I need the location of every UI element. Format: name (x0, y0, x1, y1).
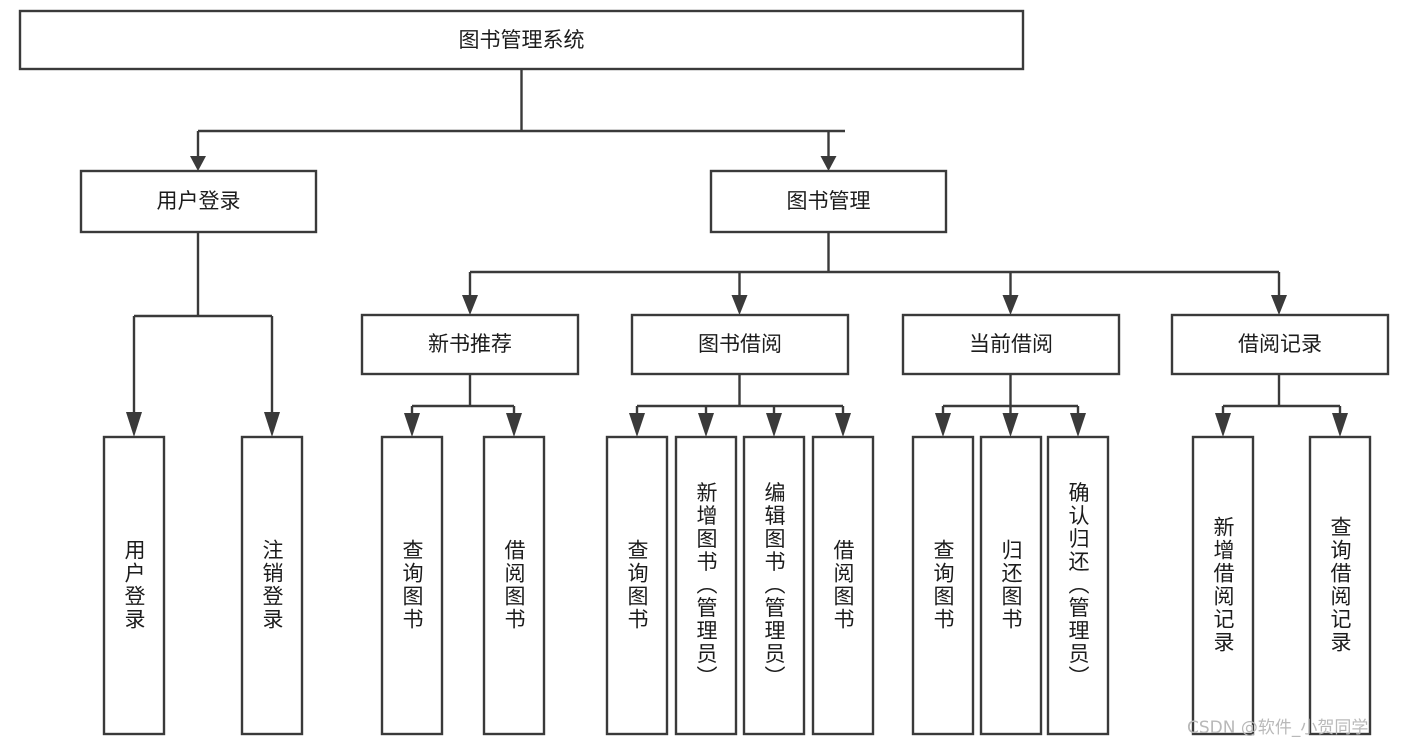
leaf-br-add-record-box[interactable] (1191, 435, 1255, 736)
leaf-bb-borrow-book[interactable]: 借阅图书 (811, 435, 875, 736)
arrow-head-user-login (190, 156, 206, 171)
node-user-login-box[interactable] (79, 169, 318, 234)
leaf-br-query-record[interactable]: 查询借阅记录 (1308, 435, 1372, 736)
node-book-management[interactable]: 图书管理 (709, 169, 948, 234)
node-book-management-box[interactable] (709, 169, 948, 234)
arrow-head-br-leaf-2 (1332, 413, 1348, 437)
leaf-cb-confirm-return-admin[interactable]: 确认归还（管理员） (1046, 435, 1110, 736)
leaf-bb-add-book-admin-box[interactable] (674, 435, 738, 736)
leaf-nb-query-book-box[interactable] (380, 435, 444, 736)
node-new-book-recommend[interactable]: 新书推荐 (360, 313, 580, 376)
leaf-cb-return-book[interactable]: 归还图书 (979, 435, 1043, 736)
leaf-nb-borrow-book[interactable]: 借阅图书 (482, 435, 546, 736)
node-root-box[interactable] (18, 9, 1025, 71)
leaf-bb-query-book-label: 查询图书 (625, 539, 649, 631)
leaf-bb-edit-book-admin[interactable]: 编辑图书（管理员） (742, 435, 806, 736)
connector-layer (126, 70, 1348, 437)
leaf-cb-return-book-box[interactable] (979, 435, 1043, 736)
leaf-bb-add-book-admin[interactable]: 新增图书（管理员） (674, 435, 738, 736)
node-borrow-record-box[interactable] (1170, 313, 1390, 376)
leaf-nb-borrow-book-label: 借阅图书 (502, 539, 526, 631)
node-book-borrow-label: 图书借阅 (698, 332, 782, 356)
arrow-head-borrow-record (1271, 295, 1287, 315)
leaf-br-query-record-box[interactable] (1308, 435, 1372, 736)
arrow-head-current-borrow (1002, 295, 1019, 315)
leaf-cb-return-book-label: 归还图书 (999, 539, 1023, 631)
arrow-head-leaf-user-login (126, 412, 142, 437)
arrow-head-cb-leaf-1 (935, 413, 951, 437)
leaf-nb-borrow-book-box[interactable] (482, 435, 546, 736)
leaf-cb-confirm-return-admin-label: 确认归还（管理员） (1066, 482, 1090, 689)
node-borrow-record[interactable]: 借阅记录 (1170, 313, 1390, 376)
leaf-user-login-box[interactable] (102, 435, 166, 736)
leaf-cb-query-book[interactable]: 查询图书 (911, 435, 975, 736)
arrow-head-nb-leaf-1 (404, 413, 420, 437)
arrow-head-bb-leaf-4 (835, 413, 851, 437)
arrow-head-cb-leaf-3 (1070, 413, 1086, 437)
arrow-head-new-book (462, 295, 478, 315)
arrow-head-book-borrow (731, 295, 748, 315)
leaf-bb-edit-book-admin-label: 编辑图书（管理员） (762, 482, 786, 689)
leaf-user-login[interactable]: 用户登录 (102, 435, 166, 736)
arrow-head-leaf-logout (264, 412, 280, 437)
leaf-bb-query-book-box[interactable] (605, 435, 669, 736)
node-book-management-label: 图书管理 (787, 189, 871, 213)
leaf-cb-confirm-return-admin-box[interactable] (1046, 435, 1110, 736)
node-root-label: 图书管理系统 (459, 28, 585, 52)
arrow-head-cb-leaf-2 (1002, 413, 1019, 437)
node-current-borrow[interactable]: 当前借阅 (901, 313, 1121, 376)
leaf-bb-query-book[interactable]: 查询图书 (605, 435, 669, 736)
leaf-bb-edit-book-admin-box[interactable] (742, 435, 806, 736)
leaf-logout[interactable]: 注销登录 (240, 435, 304, 736)
leaf-cb-query-book-label: 查询图书 (931, 539, 955, 631)
leaf-logout-box[interactable] (240, 435, 304, 736)
arrow-head-bb-leaf-1 (629, 413, 645, 437)
leaf-bb-borrow-book-label: 借阅图书 (831, 539, 855, 631)
leaf-nb-query-book[interactable]: 查询图书 (380, 435, 444, 736)
leaf-bb-borrow-book-box[interactable] (811, 435, 875, 736)
arrow-head-book-management (820, 156, 837, 171)
leaf-bb-add-book-admin-label: 新增图书（管理员） (694, 482, 718, 689)
arrow-head-bb-leaf-3 (766, 413, 782, 437)
arrow-head-bb-leaf-2 (698, 413, 714, 437)
node-book-borrow-box[interactable] (630, 313, 850, 376)
node-current-borrow-box[interactable] (901, 313, 1121, 376)
arrow-head-nb-leaf-2 (506, 413, 522, 437)
leaf-br-query-record-label: 查询借阅记录 (1328, 516, 1352, 654)
node-user-login-label: 用户登录 (157, 189, 241, 213)
arrow-head-br-leaf-1 (1215, 413, 1231, 437)
node-new-book-recommend-label: 新书推荐 (428, 332, 512, 356)
node-book-borrow[interactable]: 图书借阅 (630, 313, 850, 376)
csdn-watermark: CSDN @软件_小贺同学 (1187, 718, 1369, 738)
node-root-book-management-system[interactable]: 图书管理系统 (18, 9, 1025, 71)
leaf-logout-label: 注销登录 (260, 539, 284, 631)
node-borrow-record-label: 借阅记录 (1238, 332, 1322, 356)
leaf-user-login-label: 用户登录 (122, 539, 146, 631)
leaf-cb-query-book-box[interactable] (911, 435, 975, 736)
node-user-login[interactable]: 用户登录 (79, 169, 318, 234)
node-current-borrow-label: 当前借阅 (969, 332, 1053, 356)
node-new-book-recommend-box[interactable] (360, 313, 580, 376)
leaf-nb-query-book-label: 查询图书 (400, 539, 424, 631)
leaf-br-add-record[interactable]: 新增借阅记录 (1191, 435, 1255, 736)
leaf-br-add-record-label: 新增借阅记录 (1211, 516, 1235, 654)
